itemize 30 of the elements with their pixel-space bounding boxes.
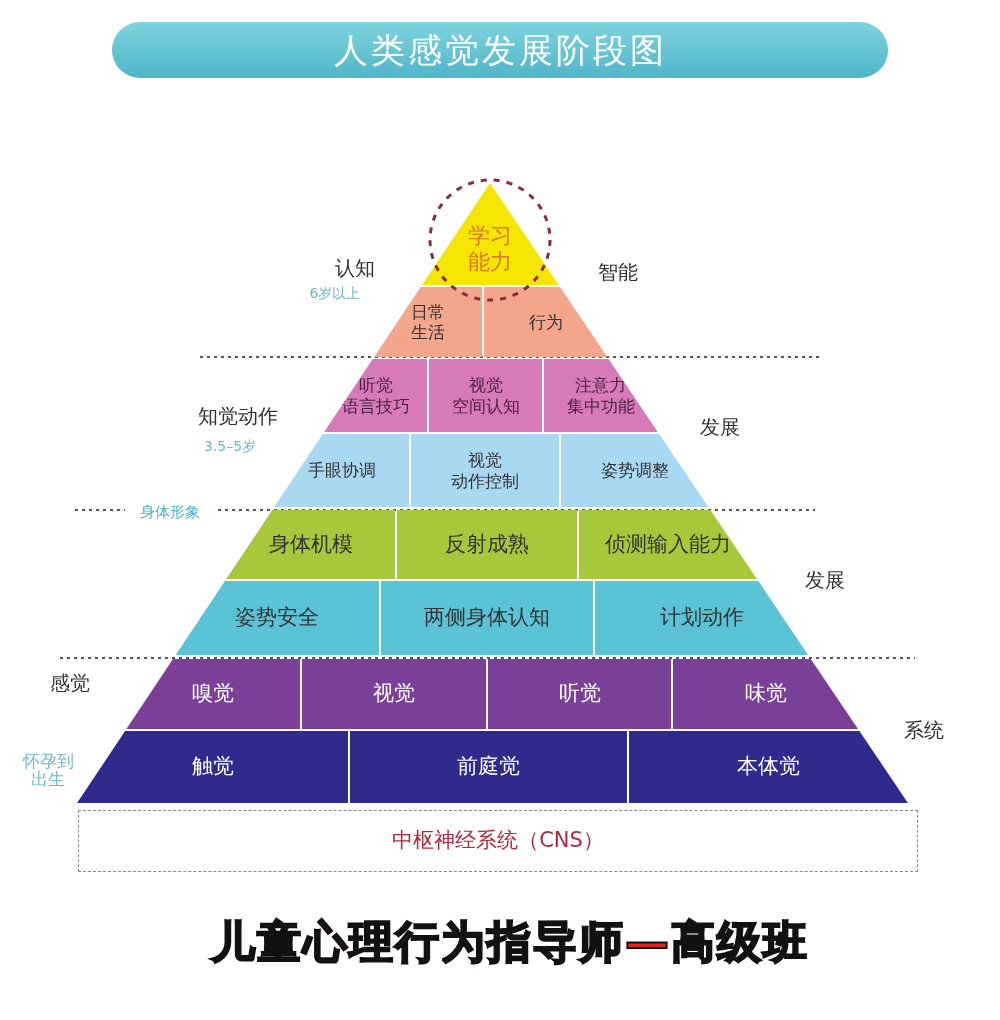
base-box: 中枢神经系统（CNS） [78,810,918,872]
pyramid-block: 手眼协调 [274,434,409,507]
age-label: 3.5–5岁 [204,438,257,454]
pyramid-block: 嗅觉 [126,659,300,729]
age-label: 6岁以上 [309,285,361,301]
pyramid-block: 前庭觉 [350,731,627,803]
stage-label: 认知 [335,257,375,279]
pyramid-block: 味觉 [673,659,858,729]
pyramid-block: 注意力集中功能 [544,359,658,432]
pyramid-apex: 学习能力 [422,183,559,285]
pyramid-block: 姿势安全 [175,581,379,655]
pyramid-block: 反射成熟 [397,510,577,579]
pyramid-block: 视觉空间认知 [429,359,542,432]
course-banner-text: 儿童心理行为指导师—高级班 [211,918,809,967]
side-label: 智能 [598,261,638,283]
title-banner: 人类感觉发展阶段图 [112,22,888,78]
pyramid-block: 视觉 [302,659,486,729]
pyramid-block: 触觉 [77,731,348,803]
pyramid-block: 日常生活 [374,287,482,357]
pyramid-block: 行为 [484,287,608,357]
pyramid-block: 侦测输入能力 [579,510,757,579]
pyramid-block: 视觉动作控制 [411,434,559,507]
pyramid-block: 听觉语言技巧 [324,359,427,432]
stage-label: 感觉 [50,672,90,694]
stage-label: 知觉动作 [198,405,278,427]
pyramid-block: 听觉 [488,659,671,729]
stage-label: 身体形象 [140,503,200,520]
age-label: 怀孕到出生 [22,751,74,789]
pyramid-block: 两侧身体认知 [381,581,593,655]
pyramid-block: 身体机模 [226,510,395,579]
